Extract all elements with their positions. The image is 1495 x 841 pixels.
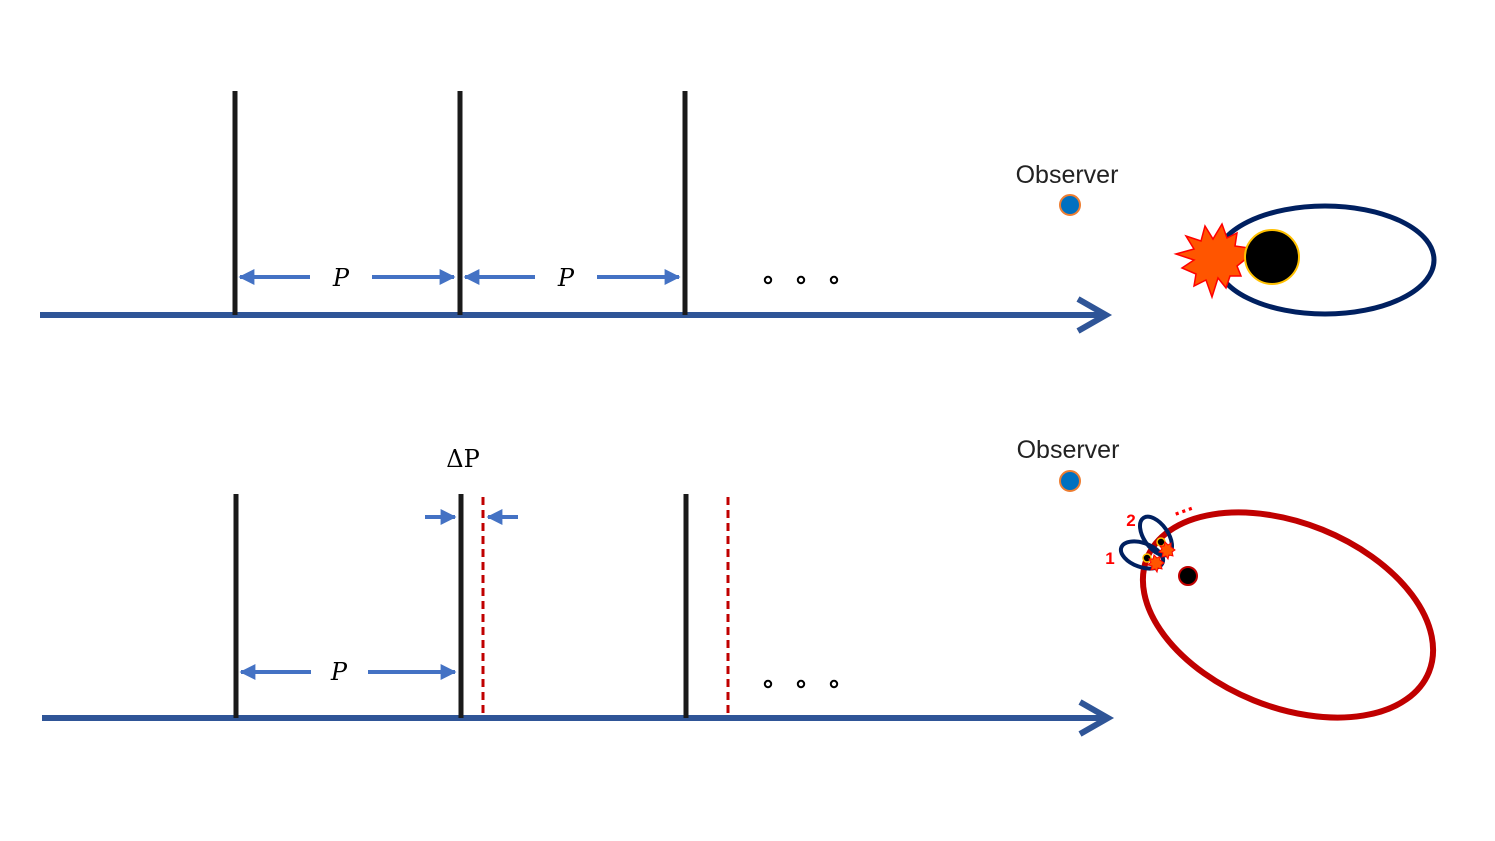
observer-dot <box>1059 194 1081 216</box>
period-label: P <box>557 264 575 292</box>
small-black-hole-1 <box>1142 553 1152 563</box>
observer-dot <box>1059 470 1081 492</box>
observer-label: Observer <box>1016 161 1119 189</box>
delta-period-indicator: ΔP <box>425 445 518 525</box>
continuation-dots <box>763 275 839 285</box>
continuation-dots <box>763 679 839 689</box>
flare-icon <box>1158 541 1176 561</box>
orbit-label-2: 2 <box>1126 511 1135 530</box>
central-black-hole <box>1178 566 1198 586</box>
binary-orbit-top <box>1173 203 1437 317</box>
top-panel: P P Observer <box>40 91 1437 334</box>
period-label: P <box>332 264 350 292</box>
outer-orbit-ellipse <box>1139 509 1437 721</box>
observer-label: Observer <box>1017 436 1120 464</box>
period-arrow-1: P <box>238 264 456 292</box>
black-hole <box>1244 229 1300 285</box>
period-arrow-2: P <box>463 264 681 292</box>
time-axis-bottom <box>42 699 1115 737</box>
orbit-label-1: 1 <box>1105 549 1114 568</box>
period-arrow: P <box>239 658 457 686</box>
period-label: P <box>330 658 348 686</box>
delta-period-label: ΔP <box>446 445 479 473</box>
flare-icon <box>1147 554 1165 574</box>
time-axis-top <box>40 296 1113 334</box>
binary-orbit-bottom: 1 2 … <box>1105 490 1437 721</box>
flare-icon <box>1173 222 1250 300</box>
bottom-panel: P ΔP Observer 1 <box>42 436 1437 737</box>
